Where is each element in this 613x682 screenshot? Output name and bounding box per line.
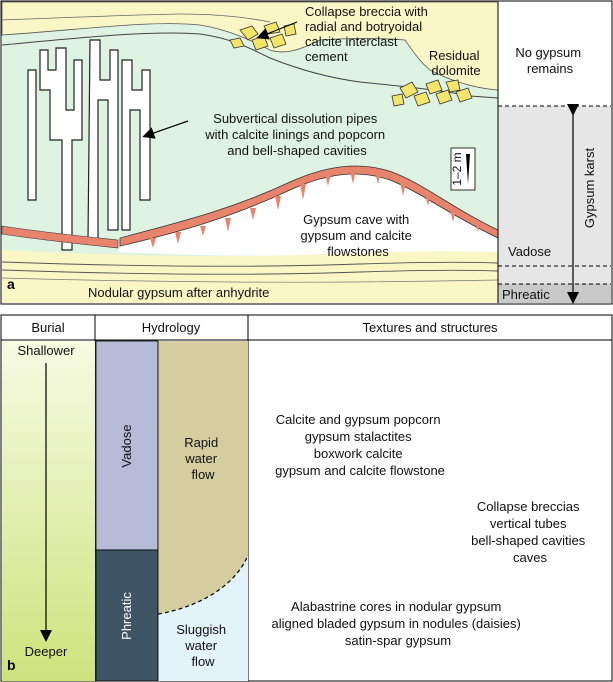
- pipes-pointer-arrow: [142, 120, 189, 139]
- phreatic-textures-list: Alabastrine cores in nodular gypsum alig…: [272, 599, 525, 648]
- gypsum-cave-label: Gypsum cave with gypsum and calcite flow…: [301, 212, 416, 259]
- residual-dolomite-label: Residual dolomite: [429, 48, 483, 78]
- no-gypsum-zone: [498, 2, 611, 106]
- phreatic-zone: [498, 284, 611, 303]
- burial-header: Burial: [31, 320, 64, 335]
- karst-zone: [498, 106, 611, 284]
- cave-flowstone-left: [1, 225, 119, 249]
- gypsum-karst-label: Gypsum karst: [582, 148, 597, 229]
- scale-label: 1–2 m: [450, 152, 464, 185]
- sluggish-flow-zone: [158, 555, 248, 681]
- rapid-flow-zone: [158, 341, 248, 614]
- flow-boundary: [157, 554, 249, 615]
- panel-a: Collapse breccia with radial and botryoi…: [0, 0, 613, 305]
- dissolution-pipes: [27, 39, 151, 251]
- vadose-label: Vadose: [119, 424, 134, 467]
- deeper-label: Deeper: [25, 644, 68, 659]
- stalactites: [150, 170, 481, 248]
- nodular-gypsum-label: Nodular gypsum after anhydrite: [88, 285, 269, 300]
- no-gypsum-label: No gypsum remains: [515, 45, 584, 76]
- textures-header: Textures and structures: [362, 320, 498, 335]
- dolomite-layer: [1, 1, 499, 91]
- scale-bar: [466, 154, 470, 184]
- panel-b-letter: b: [7, 657, 16, 673]
- sluggish-flow-label: Sluggish water flow: [176, 622, 230, 669]
- breccia-pointer-arrow: [256, 21, 298, 40]
- hydrology-header: Hydrology: [142, 320, 201, 335]
- vadose-zone-label: Vadose: [508, 244, 551, 259]
- bedding-line: [1, 261, 499, 267]
- bedding-line: [1, 13, 271, 23]
- phreatic-zone-label: Phreatic: [502, 287, 550, 302]
- scale-box: [450, 147, 476, 191]
- rapid-flow-label: Rapid water flow: [184, 435, 222, 482]
- panel-b: Burial Hydrology Textures and structures…: [0, 314, 613, 682]
- panel-a-letter: a: [7, 276, 15, 292]
- dissolution-pipes-label: Subvertical dissolution pipes with calci…: [204, 111, 389, 158]
- collapse-structures-list: Collapse breccias vertical tubes bell-sh…: [471, 499, 589, 565]
- shallower-label: Shallower: [17, 343, 75, 358]
- phreatic-label: Phreatic: [119, 592, 134, 640]
- vadose-textures-list: Calcite and gypsum popcorn gypsum stalac…: [275, 412, 445, 478]
- phreatic-column: [95, 549, 159, 682]
- bedding-line: [1, 269, 499, 275]
- bedding-line: [1, 277, 499, 283]
- collapse-breccia-label: Collapse breccia with radial and botryoi…: [305, 4, 431, 64]
- burial-gradient: [2, 341, 95, 681]
